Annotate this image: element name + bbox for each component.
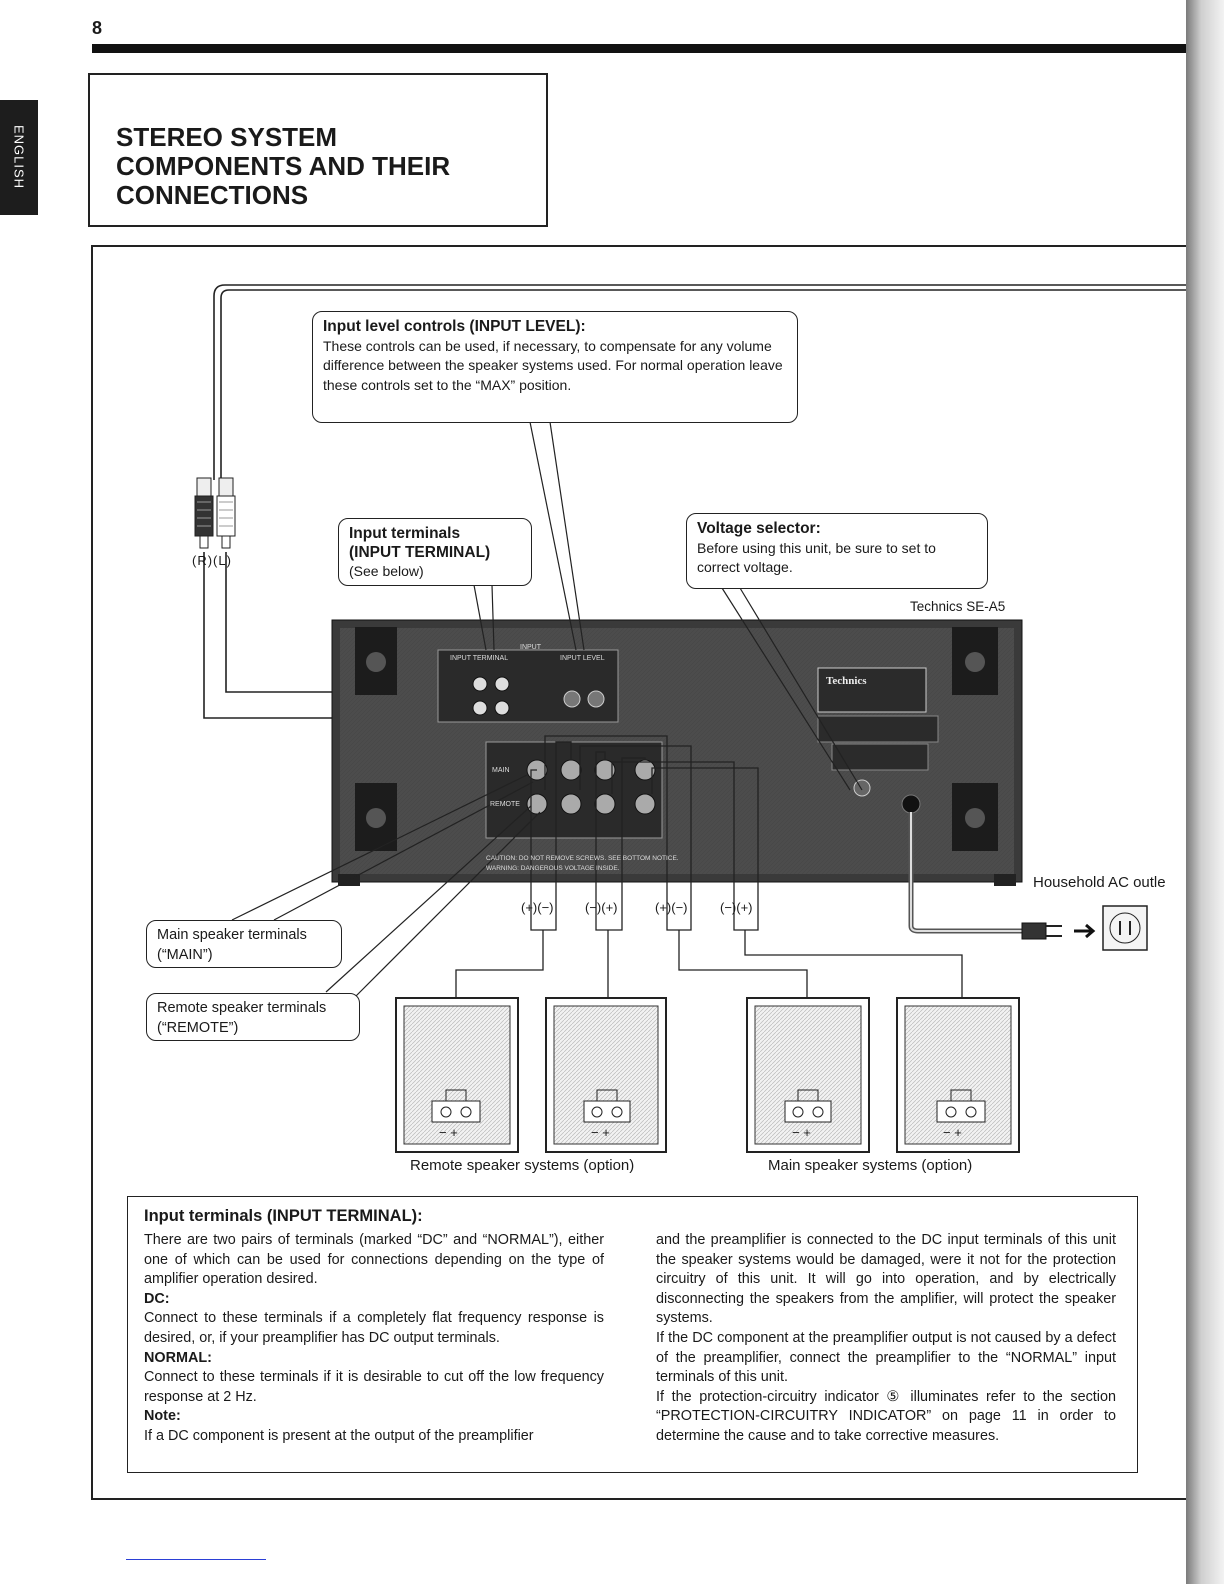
callout-main-speaker-terminals: Main speaker terminals (“MAIN”) xyxy=(146,920,342,968)
callout-main-line1: Main speaker terminals xyxy=(157,926,331,946)
callout-input-terminals-heading-1: Input terminals xyxy=(349,524,521,543)
panel-brand-plate: Technics xyxy=(826,675,867,687)
right-paragraph-3: If the protection-circuitry indicator ⑤ … xyxy=(656,1388,1116,1447)
panel-warning: WARNING: DANGEROUS VOLTAGE INSIDE. xyxy=(486,865,620,872)
callout-input-level-heading: Input level controls (INPUT LEVEL): xyxy=(323,317,787,337)
callout-voltage-selector-heading: Voltage selector: xyxy=(697,519,977,539)
right-paragraph-2: If the DC component at the preamplifier … xyxy=(656,1329,1116,1388)
model-label: Technics SE-A5 xyxy=(910,599,1005,614)
speaker-polarity-2: − + xyxy=(591,1125,610,1140)
section-heading: Input terminals (INPUT TERMINAL): xyxy=(144,1207,423,1226)
rca-plug-label: (R)(L) xyxy=(192,553,232,568)
note-heading: Note: xyxy=(144,1407,604,1427)
intro-paragraph: There are two pairs of terminals (marked… xyxy=(144,1231,604,1290)
main-systems-label: Main speaker systems (option) xyxy=(768,1157,972,1174)
note-paragraph: If a DC component is present at the outp… xyxy=(144,1427,604,1447)
polarity-label-1: (+)(−) xyxy=(521,900,554,915)
ac-outlet-label: Household AC outle xyxy=(1033,874,1166,891)
callout-input-terminals-body: (See below) xyxy=(349,563,424,579)
rca-plug-r xyxy=(195,478,213,548)
callout-input-terminals-heading-2: (INPUT TERMINAL) xyxy=(349,543,521,562)
speaker-polarity-1: − + xyxy=(439,1125,458,1140)
callout-input-terminals: Input terminals (INPUT TERMINAL) (See be… xyxy=(338,518,532,586)
panel-remote-label: REMOTE xyxy=(490,801,520,808)
section-right-column: and the preamplifier is connected to the… xyxy=(656,1231,1116,1447)
polarity-label-3: (+)(−) xyxy=(655,900,688,915)
normal-paragraph: Connect to these terminals if it is desi… xyxy=(144,1368,604,1407)
panel-caution: CAUTION: DO NOT REMOVE SCREWS. SEE BOTTO… xyxy=(486,855,679,862)
callout-voltage-selector: Voltage selector: Before using this unit… xyxy=(686,513,988,589)
section-left-column: There are two pairs of terminals (marked… xyxy=(144,1231,604,1447)
panel-input-label: INPUT xyxy=(520,644,542,651)
panel-main-label: MAIN xyxy=(492,767,510,774)
ac-outlet-icon xyxy=(1103,906,1147,950)
speaker-polarity-3: − + xyxy=(792,1125,811,1140)
panel-input-level-label: INPUT LEVEL xyxy=(560,655,605,662)
ac-plug xyxy=(1022,923,1093,939)
panel-input-terminal-label: INPUT TERMINAL xyxy=(450,655,508,662)
dc-heading: DC: xyxy=(144,1290,604,1310)
speaker-polarity-4: − + xyxy=(943,1125,962,1140)
callout-remote-line2: (“REMOTE”) xyxy=(157,1019,349,1039)
polarity-brackets xyxy=(456,916,962,1090)
polarity-label-2: (−)(+) xyxy=(585,900,618,915)
callout-remote-speaker-terminals: Remote speaker terminals (“REMOTE”) xyxy=(146,993,360,1041)
rca-plug-l xyxy=(217,478,235,548)
amplifier-rear-panel xyxy=(332,620,1024,931)
callout-main-line2: (“MAIN”) xyxy=(157,946,331,966)
polarity-label-4: (−)(+) xyxy=(720,900,753,915)
callout-input-level: Input level controls (INPUT LEVEL): Thes… xyxy=(312,311,798,423)
callout-remote-line1: Remote speaker terminals xyxy=(157,999,349,1019)
right-paragraph-1: and the preamplifier is connected to the… xyxy=(656,1231,1116,1329)
callout-input-level-body: These controls can be used, if necessary… xyxy=(323,338,783,393)
normal-heading: NORMAL: xyxy=(144,1349,604,1369)
input-terminals-section: Input terminals (INPUT TERMINAL): There … xyxy=(127,1196,1138,1473)
footer-rule xyxy=(126,1559,266,1560)
remote-systems-label: Remote speaker systems (option) xyxy=(410,1157,634,1174)
callout-voltage-selector-body: Before using this unit, be sure to set t… xyxy=(697,540,936,576)
dc-paragraph: Connect to these terminals if a complete… xyxy=(144,1309,604,1348)
